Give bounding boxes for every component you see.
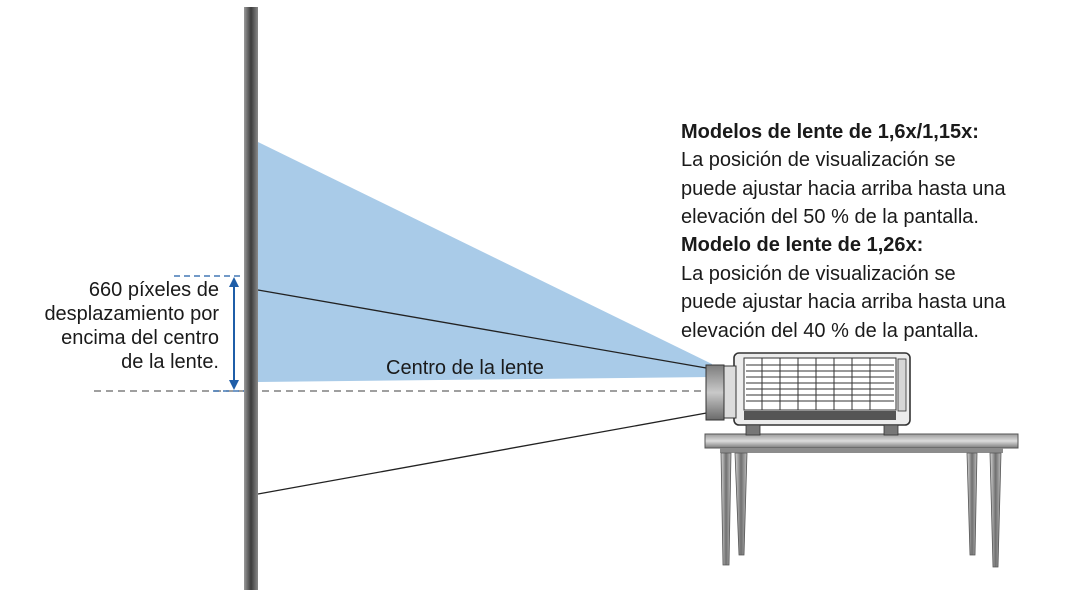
projection-beam <box>258 142 712 382</box>
note-body-line: elevación del 50 % de la pantalla. <box>681 206 979 228</box>
projector <box>705 352 911 436</box>
table <box>704 433 1019 568</box>
note-heading: Modelos de lente de 1,6x/1,15x: <box>681 121 979 143</box>
note-body-line: puede ajustar hacia arriba hasta una <box>681 178 1006 200</box>
note-body-line: elevación del 40 % de la pantalla. <box>681 320 979 342</box>
offset-label-line: desplazamiento por <box>44 303 219 325</box>
offset-arrow <box>229 277 239 390</box>
offset-label-line: de la lente. <box>121 351 219 373</box>
note-body-line: La posición de visualización se <box>681 149 956 171</box>
offset-label-line: encima del centro <box>61 327 219 349</box>
lens-center-label: Centro de la lente <box>386 357 544 379</box>
lower-guide-line <box>257 411 713 495</box>
upper-guide-line <box>257 289 713 370</box>
note-heading: Modelo de lente de 1,26x: <box>681 234 924 256</box>
note-body-line: puede ajustar hacia arriba hasta una <box>681 291 1006 313</box>
projection-screen-wall <box>244 7 258 590</box>
offset-label-line: 660 píxeles de <box>88 279 219 301</box>
offset-label: 660 píxeles de desplazamiento por encima… <box>0 278 219 374</box>
note-body-line: La posición de visualización se <box>681 263 956 285</box>
